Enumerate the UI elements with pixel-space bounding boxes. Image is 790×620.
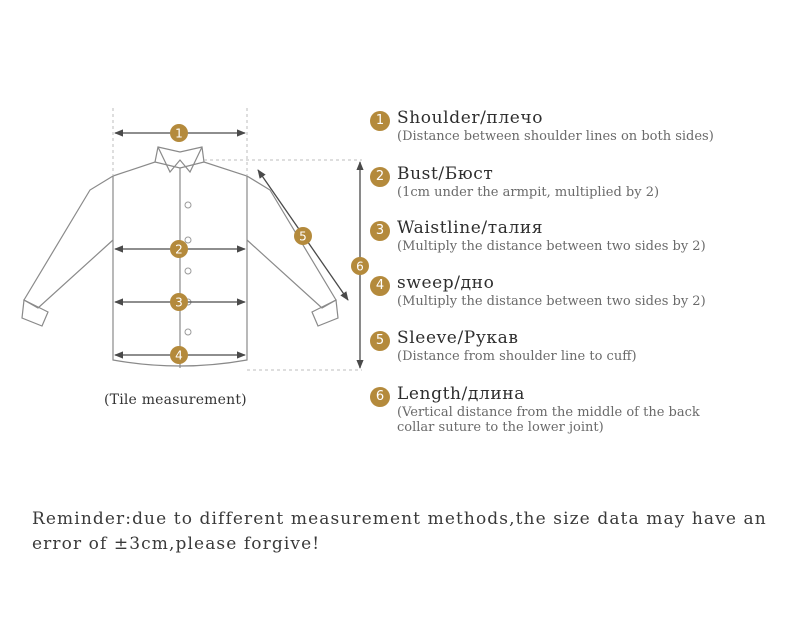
legend-title: Shoulder/плечо xyxy=(397,108,544,128)
legend-title: Waistline/талия xyxy=(397,218,544,238)
marker-2: 2 xyxy=(170,240,188,258)
legend-title: sweep/дно xyxy=(397,273,495,293)
marker-6-label: 6 xyxy=(356,260,364,274)
legend-description: (Multiply the distance between two sides… xyxy=(397,294,706,309)
shirt-buttons xyxy=(184,201,192,336)
legend-description: (Vertical distance from the middle of th… xyxy=(397,405,700,435)
marker-3: 3 xyxy=(170,293,188,311)
reminder-note: Reminder:due to different measurement me… xyxy=(32,509,767,554)
legend-description: (Distance from shoulder line to cuff) xyxy=(397,349,637,364)
legend-description: (Multiply the distance between two sides… xyxy=(397,239,706,254)
legend-description: (1cm under the armpit, multiplied by 2) xyxy=(397,185,660,200)
legend-title: Sleeve/Рукав xyxy=(397,328,519,348)
tile-measurement-caption: (Tile measurement) xyxy=(104,392,247,408)
legend-number-badge: 4 xyxy=(370,276,390,296)
legend-number-badge: 2 xyxy=(370,167,390,187)
measurement-arrows xyxy=(114,129,364,369)
guide-lines xyxy=(112,108,362,371)
marker-5-label: 5 xyxy=(299,230,307,244)
marker-4: 4 xyxy=(170,346,188,364)
marker-2-label: 2 xyxy=(175,243,183,257)
legend-number-badge: 6 xyxy=(370,387,390,407)
legend-description: (Distance between shoulder lines on both… xyxy=(397,129,714,144)
marker-5: 5 xyxy=(294,227,312,245)
marker-4-label: 4 xyxy=(175,349,183,363)
marker-6: 6 xyxy=(351,257,369,275)
marker-1-label: 1 xyxy=(175,127,183,141)
marker-1: 1 xyxy=(170,124,188,142)
legend-number-badge: 3 xyxy=(370,221,390,241)
diagram-markers: 1 2 3 4 5 6 xyxy=(170,124,369,364)
legend-title: Bust/Бюст xyxy=(397,164,494,184)
shirt-measurement-diagram: 1 2 3 4 5 6 xyxy=(21,108,369,371)
legend-title: Length/длина xyxy=(397,384,525,404)
marker-3-label: 3 xyxy=(175,296,183,310)
legend-number-badge: 5 xyxy=(370,331,390,351)
legend-number-badge: 1 xyxy=(370,111,390,131)
